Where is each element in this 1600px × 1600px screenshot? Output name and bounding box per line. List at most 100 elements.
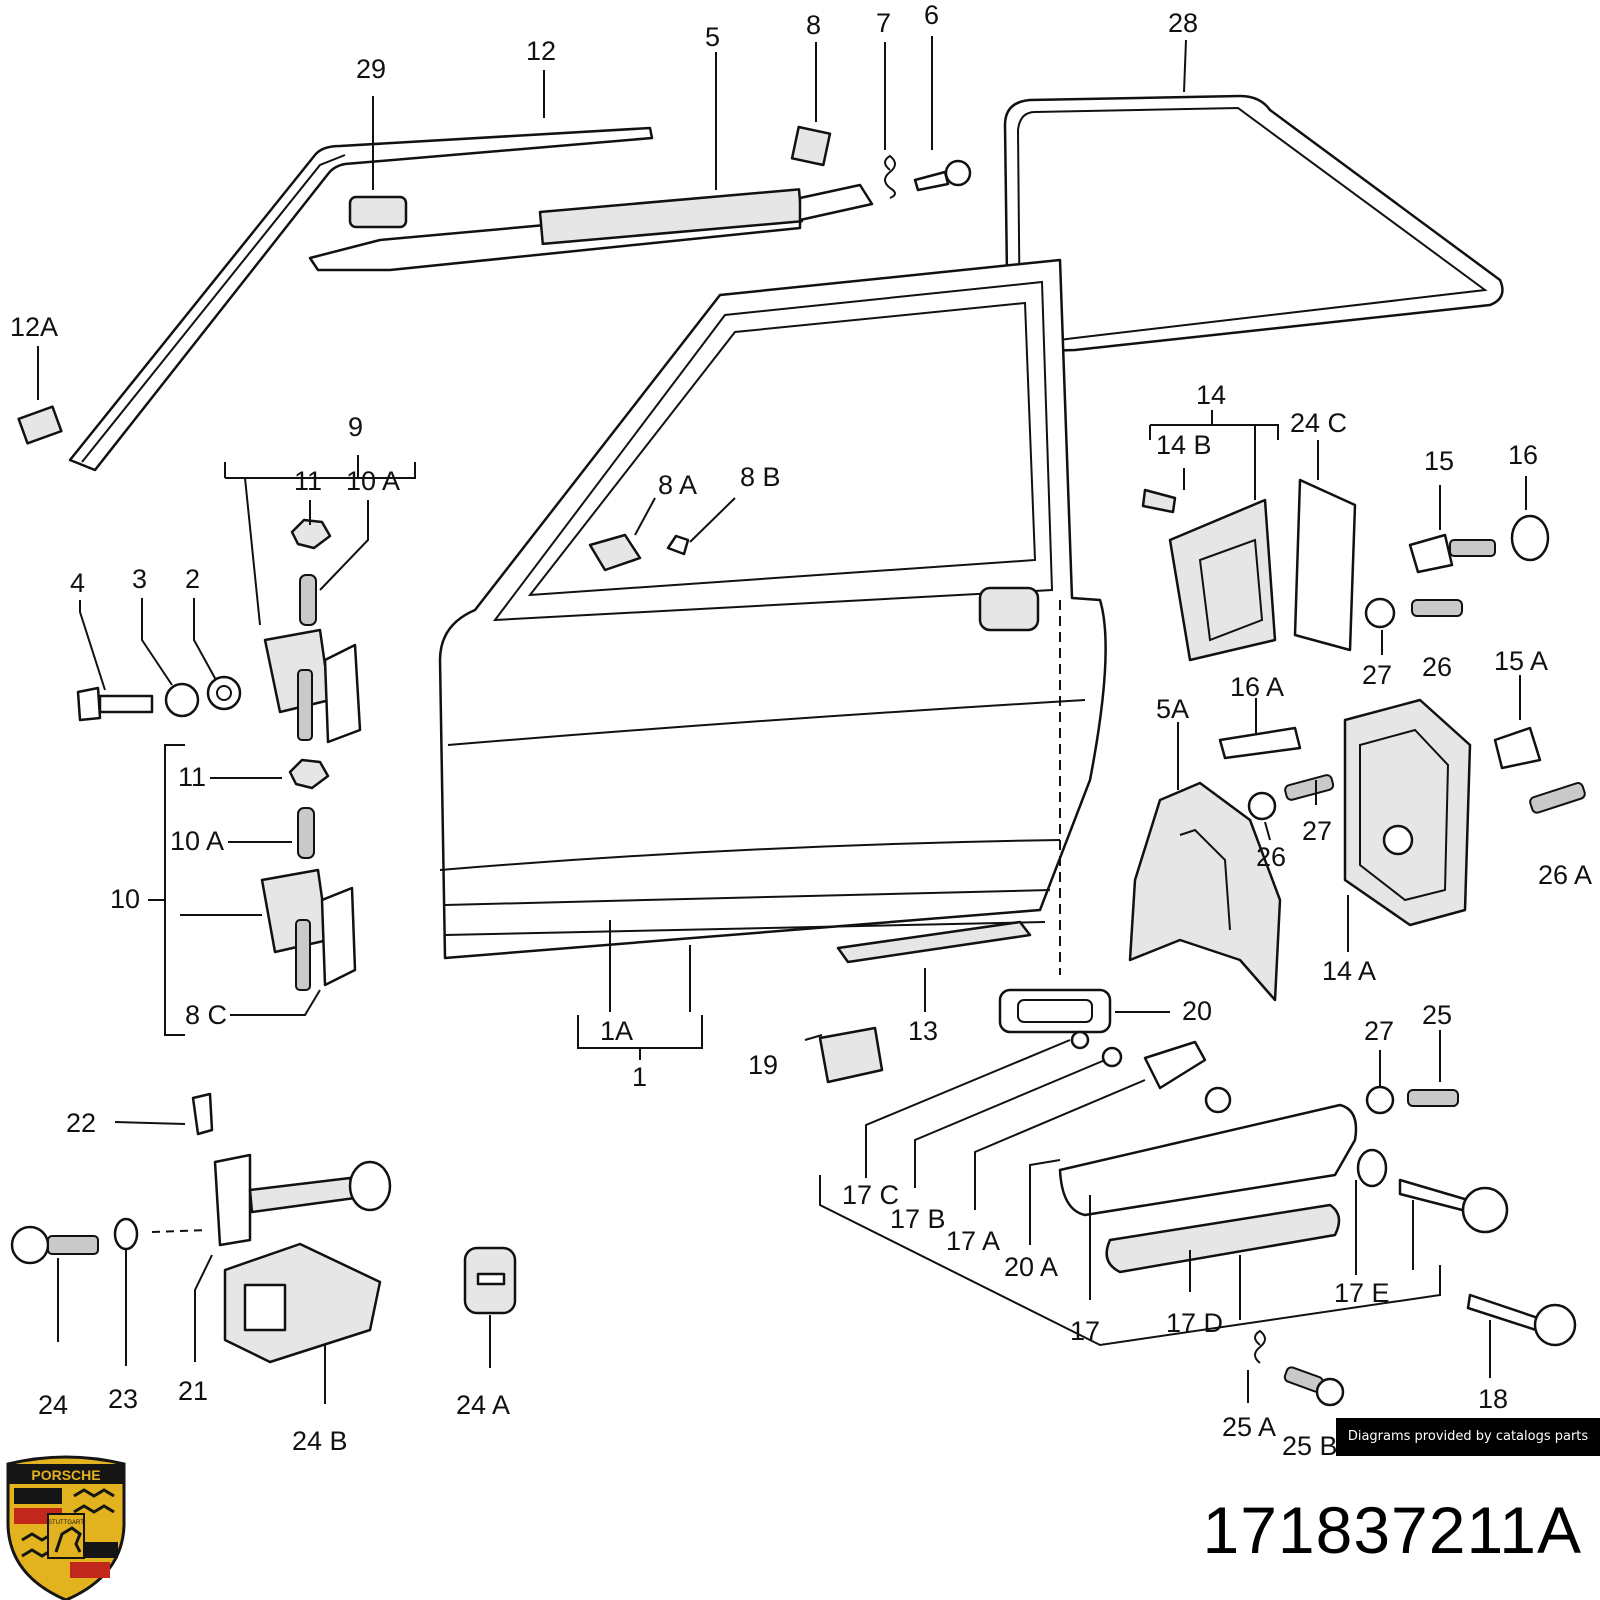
callout-20A: 20 A	[1004, 1252, 1058, 1282]
callout-24C: 24 C	[1290, 408, 1347, 438]
lower-hinge-10-leaf	[320, 886, 357, 987]
screw-27-mid	[1284, 774, 1335, 801]
block-24B-window	[243, 1283, 287, 1332]
credit-banner: Diagrams provided by catalogs parts	[1336, 1418, 1600, 1456]
screw-26A	[1529, 782, 1586, 814]
svg-text:PORSCHE: PORSCHE	[31, 1467, 100, 1483]
bezel-20	[998, 988, 1112, 1034]
door-1-sill-2	[444, 921, 1046, 936]
callout-labels: 28 12 5 8 7 6 29 12A 9 11 10 A 4 3 2 11 …	[10, 0, 1592, 1461]
trim-strip-12	[68, 126, 654, 472]
callout-17D: 17 D	[1166, 1308, 1223, 1338]
washer-2-hole	[216, 685, 232, 701]
key-18-a	[1398, 1178, 1472, 1214]
callout-8A: 8 A	[658, 470, 697, 500]
trim-strip-12-inner	[81, 154, 346, 463]
door-1-window-inner	[527, 301, 1037, 597]
latch-14-detail	[1198, 538, 1264, 642]
screw-25	[1407, 1089, 1459, 1107]
screw-24-shank	[47, 1235, 99, 1255]
spring-25A	[1254, 1329, 1266, 1364]
handle-20A	[1058, 1103, 1358, 1217]
callout-17C: 17 C	[842, 1180, 899, 1210]
callout-8B: 8 B	[740, 462, 781, 492]
callout-26-mid: 26	[1256, 842, 1286, 872]
upper-hinge-9-leaf	[323, 643, 362, 744]
lever-17A	[1143, 1040, 1207, 1090]
callout-29: 29	[356, 54, 386, 84]
window-seal-28-inner	[1016, 106, 1488, 347]
callout-28: 28	[1168, 8, 1198, 38]
striker-15-thread	[1449, 539, 1496, 557]
latch-14	[1168, 498, 1277, 662]
window-seal-28	[1003, 94, 1504, 354]
washer-17C	[1070, 1030, 1090, 1050]
bracket-5A	[1128, 781, 1282, 1002]
callout-12: 12	[526, 36, 556, 66]
lower-hinge-10-pin	[295, 919, 311, 991]
callout-24B: 24 B	[292, 1426, 348, 1456]
callout-16A: 16 A	[1230, 672, 1284, 702]
handle-17D	[1105, 1203, 1341, 1274]
callout-19: 19	[748, 1050, 778, 1080]
door-1-sill	[444, 889, 1051, 906]
callout-9: 9	[348, 412, 363, 442]
callout-24A: 24 A	[456, 1390, 510, 1420]
screw-14B	[1141, 488, 1177, 514]
upper-hinge-9-pin	[297, 669, 313, 741]
callout-27-mid: 27	[1302, 816, 1332, 846]
svg-text:STUTTGART: STUTTGART	[48, 1520, 84, 1526]
clip-8A	[588, 533, 642, 572]
callout-10A-lower: 10 A	[170, 826, 224, 856]
callout-14B: 14 B	[1156, 430, 1212, 460]
pin-10A-upper	[299, 574, 317, 626]
callout-23: 23	[108, 1384, 138, 1414]
screw-6-head	[944, 159, 972, 187]
callout-11-upper: 11	[294, 466, 322, 496]
callout-8: 8	[806, 10, 821, 40]
callout-2: 2	[185, 564, 200, 594]
rail-13	[836, 920, 1032, 964]
door-1	[438, 258, 1107, 960]
part-number: 171837211A	[1202, 1493, 1582, 1567]
bolt-4-shank	[98, 694, 154, 714]
door-1-crease	[439, 839, 1061, 871]
porsche-crest-logo: PORSCHE STUTTGART	[6, 1455, 126, 1600]
callout-17B: 17 B	[890, 1204, 946, 1234]
clip-12A	[17, 405, 63, 445]
check-strap-21-bump	[348, 1160, 392, 1212]
callout-26A: 26 A	[1538, 860, 1592, 890]
door-handle-recess	[978, 586, 1040, 632]
washer-27-lower	[1365, 1085, 1395, 1115]
screw-6	[913, 170, 950, 192]
lock-housing-14A	[1343, 698, 1472, 927]
washer-3	[164, 682, 200, 718]
washer-26-mid	[1247, 791, 1277, 821]
callout-10A-upper: 10 A	[346, 466, 400, 496]
leader-lines	[37, 36, 1527, 1404]
callout-26-upper: 26	[1422, 652, 1452, 682]
key-18-b	[1466, 1293, 1540, 1332]
bezel-20-inner	[1017, 999, 1093, 1023]
clip-8	[790, 125, 832, 167]
check-strap-21	[213, 1153, 252, 1247]
callout-24: 24	[38, 1390, 68, 1420]
callout-16: 16	[1508, 440, 1538, 470]
block-24B	[223, 1242, 382, 1364]
callout-14: 14	[1196, 380, 1226, 410]
callout-18: 18	[1478, 1384, 1508, 1414]
callout-11-lower: 11	[178, 762, 206, 792]
screw-24-head	[10, 1225, 50, 1265]
clip-29	[348, 195, 408, 229]
washer-27-upper	[1364, 597, 1396, 629]
spring-7	[884, 154, 896, 199]
spring-17B	[1101, 1046, 1123, 1068]
cap-11-upper	[290, 518, 332, 550]
callout-25A: 25 A	[1222, 1412, 1276, 1442]
callout-5A: 5A	[1156, 694, 1189, 724]
callout-1: 1	[632, 1062, 647, 1092]
plug-22	[191, 1092, 214, 1136]
plate-24C	[1293, 478, 1357, 652]
callout-12A: 12A	[10, 312, 58, 342]
